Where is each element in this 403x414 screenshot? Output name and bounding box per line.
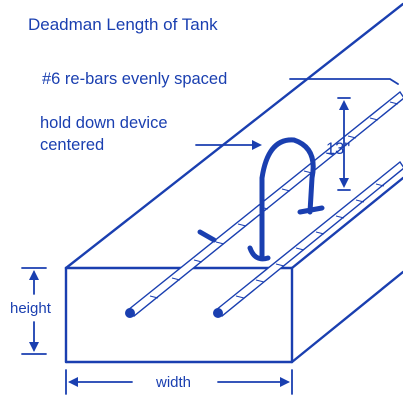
- rebar-left-end: [125, 308, 135, 318]
- hold-down-device: [197, 137, 325, 262]
- height-dimension: [21, 267, 47, 355]
- hold-down-loop: [247, 137, 325, 262]
- hold-down-foot: [197, 229, 217, 243]
- hold-down-label-line1: hold down device: [40, 114, 168, 132]
- rebars: [125, 90, 403, 318]
- width-label: width: [155, 374, 191, 391]
- rebar-left: [125, 90, 403, 318]
- hold-down-label-line2: centered: [40, 136, 104, 154]
- rebars-leader-line: [289, 78, 399, 85]
- deadman-block: [64, 2, 403, 364]
- height-label: height: [10, 300, 52, 317]
- rebars-label: #6 re-bars evenly spaced: [42, 70, 227, 88]
- block-top-right-edge: [290, 176, 403, 270]
- diagram-title: Deadman Length of Tank: [28, 15, 218, 34]
- spacing-dimension: [337, 97, 351, 191]
- spacing-label: 13": [326, 140, 350, 158]
- block-top-back-edge: [64, 2, 403, 270]
- rebar-right-end: [213, 308, 223, 318]
- rebar-right: [213, 160, 403, 318]
- block-side-bottom-edge: [290, 270, 403, 364]
- width-dimension: [65, 369, 293, 395]
